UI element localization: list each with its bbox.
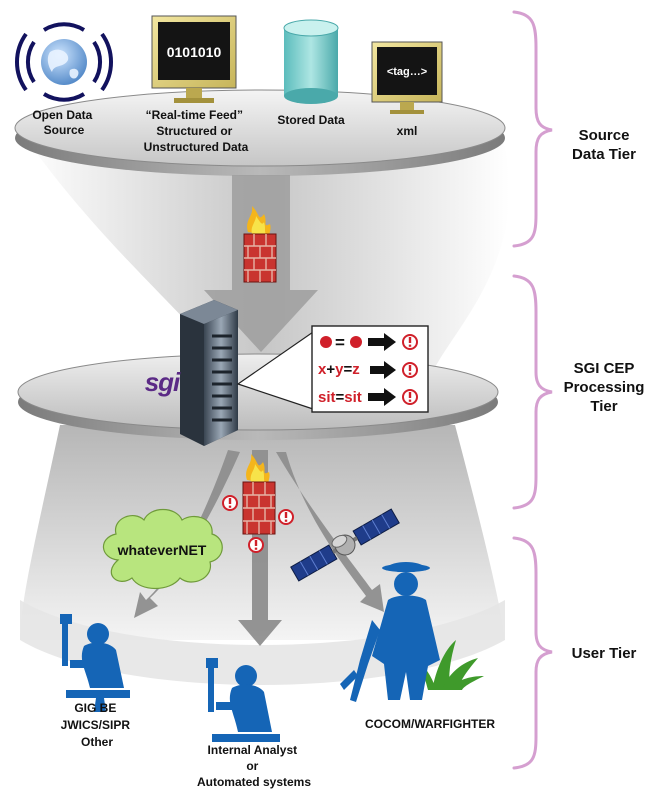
source-tier-label: Source Data Tier (572, 127, 636, 163)
rule-row-1: = (320, 333, 362, 352)
firewall-icon (243, 206, 277, 283)
xml-screen-text: <tag…> (387, 66, 427, 78)
firewall-icon (242, 454, 276, 535)
rule-row-2: x+y=z (318, 361, 360, 378)
feed-monitor-icon: 0101010 (151, 15, 237, 103)
sgi-logo: sgi (145, 367, 181, 397)
alert-mark (228, 498, 288, 550)
gig-label: GIG BE JWICS/SIPR Other (61, 701, 134, 749)
server-icon (180, 300, 238, 446)
analyst-user-icon (206, 658, 280, 742)
processing-tier-label: SGI CEP Processing Tier (563, 360, 645, 415)
feed-label: “Real-time Feed” Structured or Unstructu… (144, 108, 249, 154)
cloud-icon (102, 508, 223, 590)
satellite-icon (290, 508, 400, 582)
tier-bracket (512, 10, 553, 770)
warfighter-icon (340, 562, 440, 702)
source-disk (14, 89, 506, 167)
cloud-label: whateverNET (117, 542, 207, 558)
database-icon (283, 19, 339, 104)
open-source-label: Open Data Source (32, 108, 95, 137)
cocom-label: COCOM/WARFIGHTER (365, 717, 495, 731)
rule-arrow-icon (368, 333, 396, 406)
alert-mark (408, 337, 412, 402)
feed-screen-text: 0101010 (167, 44, 222, 60)
xml-monitor-icon: <tag…> (371, 41, 443, 114)
analyst-label: Internal Analyst or Automated systems (197, 743, 311, 789)
gig-user-icon (60, 614, 130, 712)
xml-label: xml (397, 124, 418, 138)
user-tier-label: User Tier (571, 645, 637, 662)
rule-row-3: sit=sit (318, 389, 362, 406)
stored-label: Stored Data (277, 113, 345, 127)
svg-text:=: = (335, 333, 345, 352)
globe-icon (15, 22, 113, 102)
